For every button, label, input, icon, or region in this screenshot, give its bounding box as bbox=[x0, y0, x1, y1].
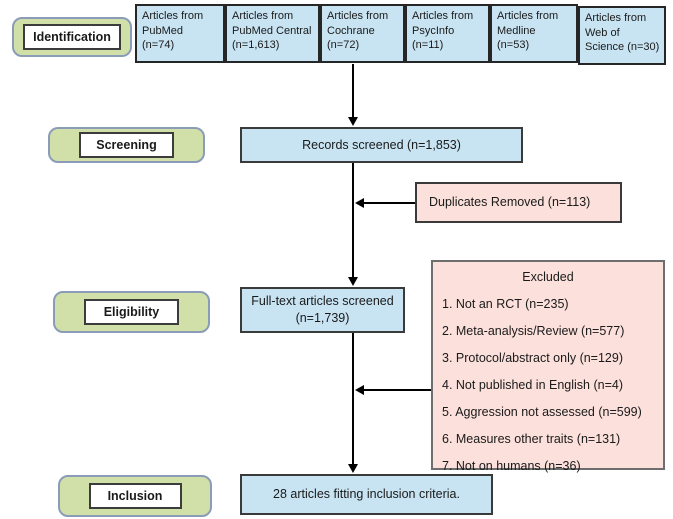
excluded-item-4: 4. Not published in English (n=4) bbox=[442, 378, 624, 392]
records-screened-box: Records screened (n=1,853) bbox=[240, 127, 523, 163]
stage-eligibility: Eligibility bbox=[53, 291, 210, 333]
inclusion-result-box: 28 articles fitting inclusion criteria. bbox=[240, 474, 493, 515]
stage-identification-label: Identification bbox=[23, 23, 121, 51]
arrow-excluded-to-flow-line bbox=[364, 389, 431, 391]
source-box-pubmed: Articles from PubMed (n=74) bbox=[135, 4, 225, 63]
arrow-screened-to-fulltext-head bbox=[348, 277, 358, 286]
source-box-psycinfo: Articles from PsycInfo (n=11) bbox=[405, 4, 490, 63]
stage-eligibility-label: Eligibility bbox=[84, 298, 179, 326]
stage-identification: Identification bbox=[12, 17, 132, 57]
source-box-cochrane: Articles from Cochrane (n=72) bbox=[320, 4, 405, 63]
duplicates-removed-box: Duplicates Removed (n=113) bbox=[415, 182, 622, 223]
source-box-medline: Articles from Medline (n=53) bbox=[490, 4, 578, 63]
excluded-title: Excluded bbox=[522, 270, 574, 284]
source-box-web-of-science: Articles from Web of Science (n=30) bbox=[578, 6, 666, 65]
arrow-sources-to-screened-head bbox=[348, 117, 358, 126]
arrow-duplicates-to-flow-line bbox=[364, 202, 415, 204]
excluded-item-7: 7. Not on humans (n=36) bbox=[442, 459, 581, 473]
stage-inclusion-label: Inclusion bbox=[88, 482, 182, 510]
stage-screening: Screening bbox=[48, 127, 205, 163]
source-box-pubmed-central: Articles from PubMed Central (n=1,613) bbox=[225, 4, 320, 63]
excluded-item-2: 2. Meta-analysis/Review (n=577) bbox=[442, 324, 625, 338]
excluded-item-1: 1. Not an RCT (n=235) bbox=[442, 297, 569, 311]
stage-inclusion: Inclusion bbox=[58, 475, 212, 517]
stage-screening-label: Screening bbox=[79, 131, 174, 159]
arrow-screened-to-fulltext-line bbox=[352, 163, 354, 277]
excluded-item-6: 6. Measures other traits (n=131) bbox=[442, 432, 621, 446]
arrow-fulltext-to-inclusion-head bbox=[348, 464, 358, 473]
excluded-item-5: 5. Aggression not assessed (n=599) bbox=[442, 405, 642, 419]
excluded-item-3: 3. Protocol/abstract only (n=129) bbox=[442, 351, 623, 365]
arrow-sources-to-screened-line bbox=[352, 64, 354, 117]
arrow-duplicates-to-flow-head bbox=[355, 198, 364, 208]
fulltext-screened-box: Full-text articles screened (n=1,739) bbox=[240, 287, 405, 333]
arrow-excluded-to-flow-head bbox=[355, 385, 364, 395]
excluded-box: Excluded 1. Not an RCT (n=235) 2. Meta-a… bbox=[431, 260, 665, 473]
arrow-fulltext-to-inclusion-line bbox=[352, 333, 354, 464]
